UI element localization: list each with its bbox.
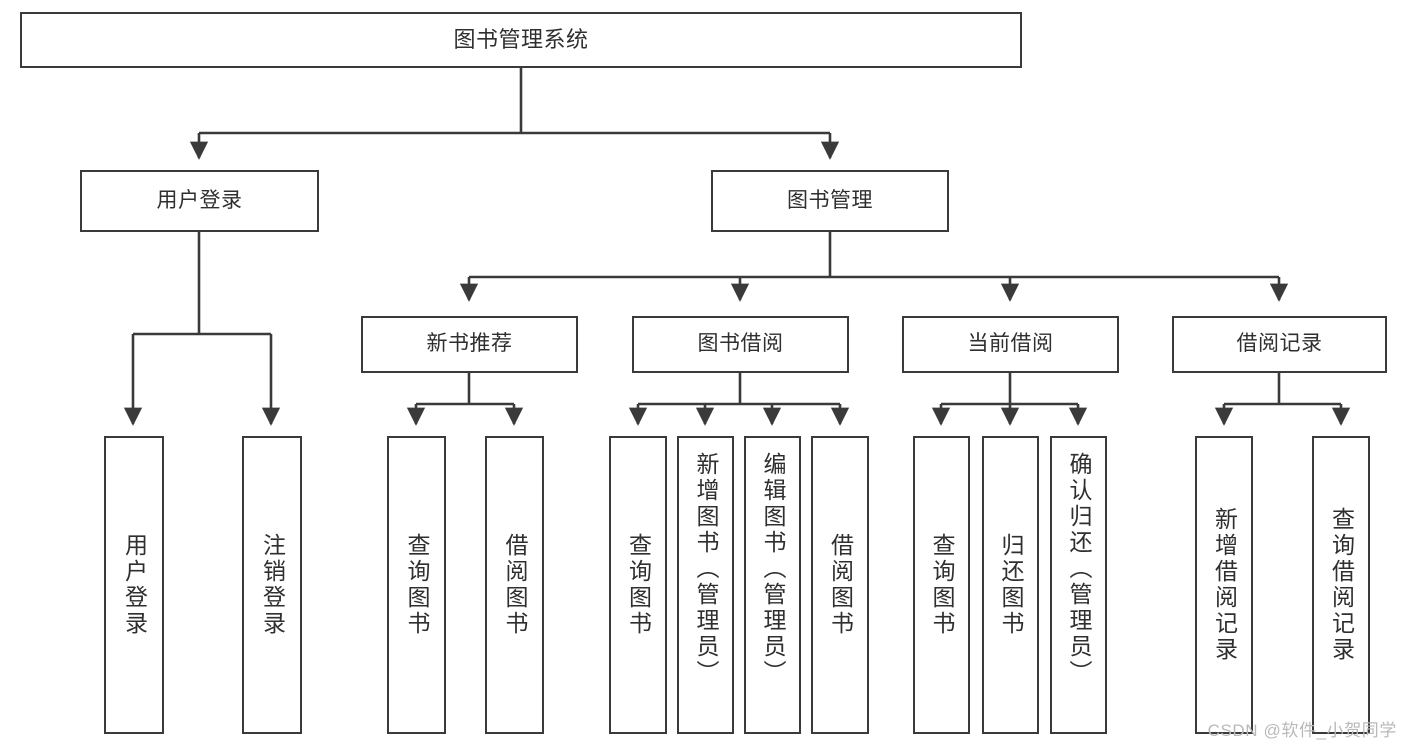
node-borrow-record[interactable]: 借阅记录	[1172, 316, 1387, 373]
node-user-login[interactable]: 用户登录	[80, 170, 319, 232]
leaf-borrow-query-book[interactable]: 查询图书	[609, 436, 667, 734]
node-root-system[interactable]: 图书管理系统	[20, 12, 1022, 68]
node-label: 借阅图书	[502, 533, 528, 637]
leaf-record-add-record[interactable]: 新增借阅记录	[1195, 436, 1253, 734]
leaf-user-logout[interactable]: 注销登录	[242, 436, 302, 734]
node-label: 查询图书	[404, 533, 430, 637]
leaf-borrow-edit-book-admin[interactable]: 编辑图书（管理员）	[744, 436, 801, 734]
node-label: 确认归还（管理员）	[1066, 452, 1092, 686]
node-label: 归还图书	[998, 533, 1024, 637]
node-label: 新书推荐	[426, 332, 513, 356]
leaf-current-return-book[interactable]: 归还图书	[982, 436, 1039, 734]
node-book-management[interactable]: 图书管理	[711, 170, 949, 232]
leaf-record-query-record[interactable]: 查询借阅记录	[1312, 436, 1370, 734]
node-label: 新增图书（管理员）	[693, 452, 719, 686]
leaf-current-query-book[interactable]: 查询图书	[913, 436, 970, 734]
node-label: 用户登录	[156, 188, 243, 212]
node-label: 图书管理	[787, 188, 873, 212]
node-label: 查询图书	[625, 533, 652, 637]
node-label: 图书借阅	[697, 332, 784, 356]
node-book-borrow[interactable]: 图书借阅	[632, 316, 849, 373]
node-label: 编辑图书（管理员）	[760, 452, 786, 686]
node-label: 查询图书	[929, 533, 955, 637]
node-label: 注销登录	[259, 533, 286, 637]
watermark-text: CSDN @软件_小贺同学	[1207, 721, 1397, 740]
node-label: 借阅图书	[827, 533, 854, 637]
node-label: 用户登录	[121, 533, 148, 637]
leaf-recommend-borrow-book[interactable]: 借阅图书	[485, 436, 544, 734]
node-label: 图书管理系统	[453, 27, 589, 53]
node-label: 查询借阅记录	[1328, 507, 1355, 663]
leaf-recommend-query-book[interactable]: 查询图书	[387, 436, 446, 734]
node-label: 新增借阅记录	[1211, 507, 1238, 663]
node-label: 当前借阅	[967, 332, 1054, 356]
node-label: 借阅记录	[1236, 332, 1323, 356]
leaf-borrow-add-book-admin[interactable]: 新增图书（管理员）	[677, 436, 734, 734]
leaf-current-confirm-return-admin[interactable]: 确认归还（管理员）	[1050, 436, 1107, 734]
node-new-book-recommend[interactable]: 新书推荐	[361, 316, 578, 373]
leaf-user-login[interactable]: 用户登录	[104, 436, 164, 734]
node-current-borrow[interactable]: 当前借阅	[902, 316, 1119, 373]
leaf-borrow-borrow-book[interactable]: 借阅图书	[811, 436, 869, 734]
